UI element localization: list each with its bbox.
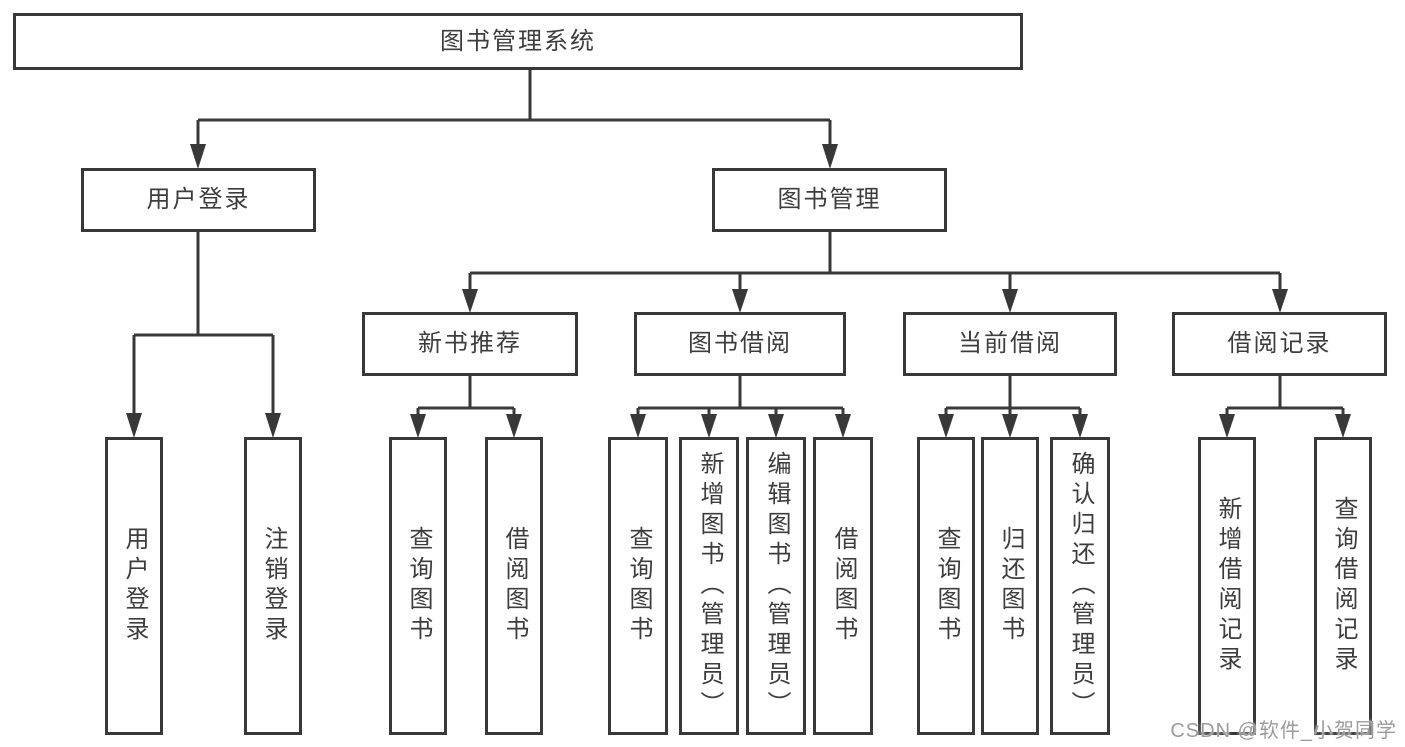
node-root: 图书管理系统 <box>13 13 1023 70</box>
leaf-borrowing-add-book-admin: 新增图书（管理员） <box>679 437 739 735</box>
leaf-current-confirm-return-admin-label: 确认归还（管理员） <box>1067 451 1094 721</box>
csdn-watermark: CSDN @软件_小贺同学 <box>1170 720 1397 742</box>
node-book-borrowing-label: 图书借阅 <box>688 330 792 358</box>
leaf-borrowing-query-books: 查询图书 <box>608 437 668 735</box>
leaf-records-query-borrow-record-label: 查询借阅记录 <box>1330 496 1357 676</box>
leaf-borrowing-borrow-books: 借阅图书 <box>813 437 873 735</box>
leaf-borrowing-add-book-admin-label: 新增图书（管理员） <box>696 451 723 721</box>
leaf-logout: 注销登录 <box>244 437 302 735</box>
leaf-borrowing-edit-book-admin-label: 编辑图书（管理员） <box>763 451 790 721</box>
node-borrowing-records: 借阅记录 <box>1172 312 1387 376</box>
leaf-newbooks-borrow-books: 借阅图书 <box>485 437 543 735</box>
node-current-borrowing: 当前借阅 <box>903 312 1117 376</box>
node-user-login-label: 用户登录 <box>146 186 251 214</box>
leaf-user-login: 用户登录 <box>105 437 163 735</box>
node-new-book-recommend: 新书推荐 <box>362 312 578 376</box>
leaf-newbooks-query-books-label: 查询图书 <box>405 526 432 646</box>
leaf-newbooks-query-books: 查询图书 <box>389 437 447 735</box>
node-book-borrowing: 图书借阅 <box>634 312 846 376</box>
node-book-management: 图书管理 <box>712 168 947 232</box>
leaf-current-query-books-label: 查询图书 <box>933 526 960 646</box>
leaf-user-login-label: 用户登录 <box>121 526 148 646</box>
leaf-current-confirm-return-admin: 确认归还（管理员） <box>1050 437 1110 735</box>
arrowheads <box>126 144 1351 438</box>
leaf-borrowing-borrow-books-label: 借阅图书 <box>830 526 857 646</box>
leaf-newbooks-borrow-books-label: 借阅图书 <box>501 526 528 646</box>
node-borrowing-records-label: 借阅记录 <box>1227 330 1332 358</box>
leaf-logout-label: 注销登录 <box>260 526 287 646</box>
node-new-book-recommend-label: 新书推荐 <box>418 330 522 358</box>
leaf-borrowing-edit-book-admin: 编辑图书（管理员） <box>746 437 806 735</box>
node-book-management-label: 图书管理 <box>777 186 882 214</box>
leaf-borrowing-query-books-label: 查询图书 <box>625 526 652 646</box>
leaf-records-add-borrow-record-label: 新增借阅记录 <box>1214 496 1241 676</box>
leaf-current-return-books-label: 归还图书 <box>997 526 1024 646</box>
leaf-records-query-borrow-record: 查询借阅记录 <box>1314 437 1372 735</box>
node-current-borrowing-label: 当前借阅 <box>958 330 1062 358</box>
node-root-label: 图书管理系统 <box>440 27 596 55</box>
leaf-records-add-borrow-record: 新增借阅记录 <box>1198 437 1256 735</box>
node-user-login: 用户登录 <box>81 168 316 232</box>
leaf-current-query-books: 查询图书 <box>917 437 975 735</box>
leaf-current-return-books: 归还图书 <box>981 437 1039 735</box>
